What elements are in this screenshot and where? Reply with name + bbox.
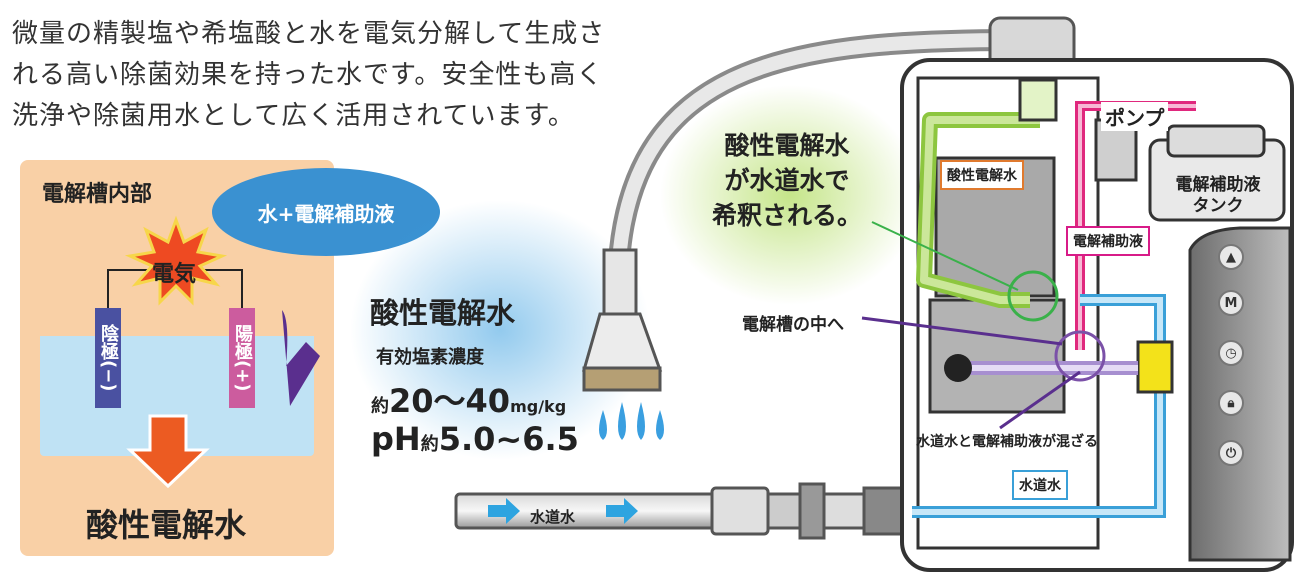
power-icon: ⏻ (1225, 445, 1237, 461)
dilution-line-3: 希釈される。 (712, 201, 863, 230)
tap-water-tag: 水道水 (1012, 470, 1068, 500)
concentration-number: 20〜40 (389, 382, 511, 420)
timer-button[interactable]: ◷ (1218, 340, 1244, 366)
acid-water-tag: 酸性電解水 (940, 160, 1024, 190)
droplet-icon (599, 410, 607, 440)
cell-result-label: 酸性電解水 (86, 506, 247, 544)
intro-line-3: 洗浄や除菌用水として広く活用されています。 (12, 101, 575, 131)
up-icon: ▲ (1226, 249, 1236, 265)
cell-interior-title: 電解槽内部 (42, 182, 153, 207)
pump-label: ポンプ (1101, 102, 1169, 131)
mix-point-circle (1054, 330, 1106, 382)
ph-value: pH約5.0~6.5 (371, 420, 579, 458)
intro-line-2: れる高い除菌効果を持った水です。安全性も高く (12, 60, 604, 90)
ph-approx: 約 (420, 434, 439, 455)
output-title: 酸性電解水 (370, 296, 516, 330)
check-arrow-icon (282, 310, 320, 406)
droplet-icon (618, 402, 626, 440)
electricity-burst-icon (124, 215, 228, 306)
concentration-unit: mg/kg (510, 397, 567, 416)
mode-icon: M (1224, 295, 1238, 311)
tank-label: 電解補助液 タンク (1158, 175, 1278, 217)
dilution-line-2: が水道水で (724, 166, 850, 195)
tank-label-line-1: 電解補助液 (1175, 175, 1261, 195)
ph-number: 5.0~6.5 (438, 420, 579, 458)
mode-button[interactable]: M (1218, 290, 1244, 316)
cell-diagram-graphics (107, 215, 320, 489)
dilution-line-1: 酸性電解水 (724, 131, 850, 160)
dilution-caption: 酸性電解水 が水道水で 希釈される。 (712, 128, 862, 233)
ph-prefix: pH (371, 420, 421, 458)
cathode-label: 陰極(−) (98, 324, 119, 392)
cathode-electrode: 陰極(−) (95, 308, 121, 408)
down-arrow-icon (126, 414, 210, 489)
droplet-icon (637, 402, 645, 440)
flow-arrow-icon (488, 498, 520, 524)
concentration-prefix: 約 (371, 396, 389, 417)
dilution-point-circle (1007, 270, 1059, 322)
inlet-hose-label: 水道水 (530, 508, 576, 526)
up-button[interactable]: ▲ (1218, 244, 1244, 270)
helper-liquid-tag: 電解補助液 (1066, 226, 1150, 256)
mixing-joint (1136, 340, 1174, 394)
mix-caption: 水道水と電解補助液が混ざる (916, 434, 1098, 450)
power-button[interactable]: ⏻ (1218, 440, 1244, 466)
electricity-label: 電気 (152, 262, 197, 287)
intro-line-1: 微量の精製塩や希塩酸と水を電気分解して生成さ (12, 19, 606, 49)
clock-icon: ◷ (1225, 345, 1237, 361)
anode-electrode: 陽極(+) (229, 308, 255, 408)
flow-arrow-icon (606, 498, 638, 524)
intro-text: 微量の精製塩や希塩酸と水を電気分解して生成さ れる高い除菌効果を持った水です。安… (12, 14, 652, 137)
into-cell-caption: 電解槽の中へ (742, 315, 844, 335)
lock-button[interactable]: 🔒︎ (1218, 390, 1244, 416)
concentration-value: 約20〜40mg/kg (371, 376, 566, 422)
anode-label: 陽極(+) (232, 324, 253, 392)
tank-label-line-2: タンク (1192, 196, 1244, 216)
mist-glow (350, 200, 650, 460)
lock-icon: 🔒︎ (1227, 395, 1235, 411)
chlorine-label: 有効塩素濃度 (376, 347, 484, 368)
droplet-icon (656, 410, 664, 440)
bubble-label: 水+電解補助液 (257, 201, 395, 226)
dilute-glow (660, 85, 920, 305)
